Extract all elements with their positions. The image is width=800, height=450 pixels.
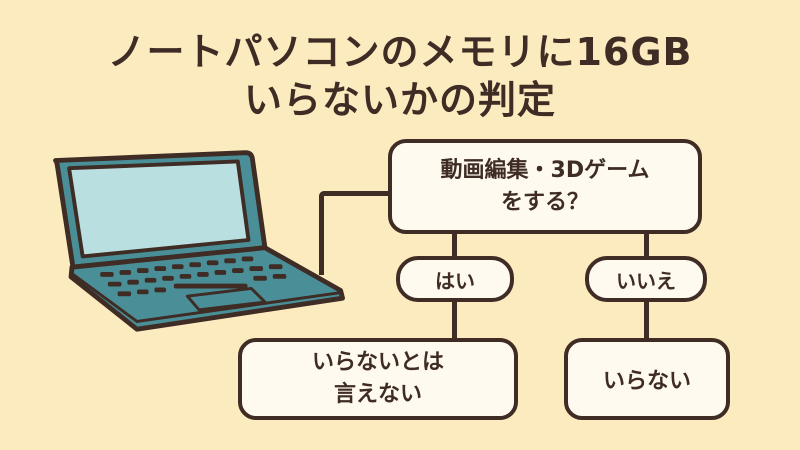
connector-no-bottom xyxy=(644,300,649,342)
connector-laptop-vertical xyxy=(319,195,324,275)
no-result-box: いらない xyxy=(564,338,730,420)
question-line-1: 動画編集・3Dゲーム xyxy=(440,157,650,183)
title-line-2: いらないかの判定 xyxy=(243,78,556,122)
yes-result-box: いらないとは 言えない xyxy=(238,338,518,420)
connector-laptop-horizontal xyxy=(319,191,391,196)
laptop-icon xyxy=(53,150,345,332)
yes-label-text: はい xyxy=(435,268,475,293)
connector-no-top xyxy=(644,232,649,260)
connector-yes-bottom xyxy=(452,300,457,342)
title-line-1: ノートパソコンのメモリに16GB xyxy=(107,30,693,74)
no-result-text: いらない xyxy=(602,369,691,394)
yes-label: はい xyxy=(396,256,514,302)
no-label-text: いいえ xyxy=(616,268,676,293)
question-box: 動画編集・3Dゲーム をする？ xyxy=(388,139,702,234)
question-line-2: をする？ xyxy=(500,189,589,215)
page-title: ノートパソコンのメモリに16GB いらないかの判定 xyxy=(0,28,800,124)
yes-result-line-1: いらないとは xyxy=(311,350,444,375)
yes-result-line-2: 言えない xyxy=(333,382,422,407)
connector-yes-top xyxy=(452,232,457,260)
no-label: いいえ xyxy=(585,256,707,302)
